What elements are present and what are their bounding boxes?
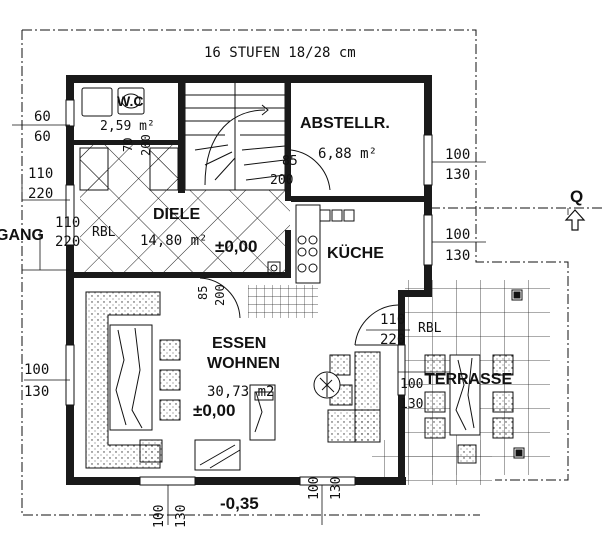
dim-200b: 200: [270, 173, 293, 188]
section-marker-q: [564, 209, 586, 231]
dim-85a: 85: [282, 154, 298, 169]
dim-220c: 220: [380, 332, 405, 348]
dim-100e: 100: [152, 505, 167, 528]
dim-130e: 130: [174, 505, 189, 528]
dim-130b: 130: [445, 248, 470, 264]
kueche-name: KÜCHE: [327, 243, 384, 262]
upper-floor-outline: [21, 29, 602, 516]
dim-110a: 110: [28, 166, 53, 182]
openings: [65, 99, 433, 486]
dim-100c: 100: [24, 362, 49, 378]
terrace-furniture: [424, 289, 525, 464]
dim-100a: 100: [445, 147, 470, 163]
rbl-1: RBL: [92, 225, 116, 240]
dim-85b: 85: [196, 286, 210, 300]
rbl-2: RBL: [418, 321, 442, 336]
dining-bench: [313, 351, 381, 443]
door-swings: [199, 149, 399, 346]
wc-area: 2,59 m²: [100, 119, 155, 134]
dim-100b: 100: [445, 227, 470, 243]
wc-fixtures: [79, 87, 179, 191]
dim-130f: 130: [329, 477, 344, 500]
dim-110c: 110: [380, 312, 405, 328]
diele-area: 14,80 m²: [140, 233, 207, 249]
wc-name: W.C: [117, 93, 143, 109]
section-label-q: Q: [570, 187, 583, 206]
essen-area: 30,73 m2: [207, 384, 274, 400]
abstell-name: ABSTELLR.: [300, 115, 390, 132]
essen-name: ESSEN: [212, 335, 266, 352]
gang-name: GANG: [0, 227, 44, 244]
dim-100d: 100: [400, 377, 423, 392]
dim-130c: 130: [24, 384, 49, 400]
dim-100f: 100: [307, 477, 322, 500]
terrasse-name: TERRASSE: [425, 371, 512, 388]
dim-110b: 110: [55, 215, 80, 231]
kitchen-floor-grid: [248, 285, 318, 318]
dim-130a: 130: [445, 167, 470, 183]
dim-130d: 130: [400, 397, 423, 412]
abstell-area: 6,88 m²: [318, 146, 377, 162]
dimension-lines: [12, 124, 569, 525]
dim-60b: 60: [34, 129, 51, 145]
dim-200c: 200: [213, 284, 227, 306]
living-furniture: [85, 291, 276, 471]
outside-level: -0,35: [220, 494, 259, 513]
stairs-note: 16 STUFEN 18/28 cm: [204, 45, 356, 61]
diele-name: DIELE: [153, 206, 200, 223]
diele-level: ±0,00: [215, 237, 257, 256]
dim-220b: 220: [55, 234, 80, 250]
dim-60a: 60: [34, 109, 51, 125]
dim-70: 70: [121, 138, 135, 152]
essen-level: ±0,00: [193, 401, 235, 420]
interior-walls: [74, 83, 424, 278]
wohnen-name: WOHNEN: [207, 355, 280, 372]
kitchen-units: [267, 204, 355, 284]
dim-220a: 220: [28, 186, 53, 202]
dim-200a: 200: [139, 134, 153, 156]
